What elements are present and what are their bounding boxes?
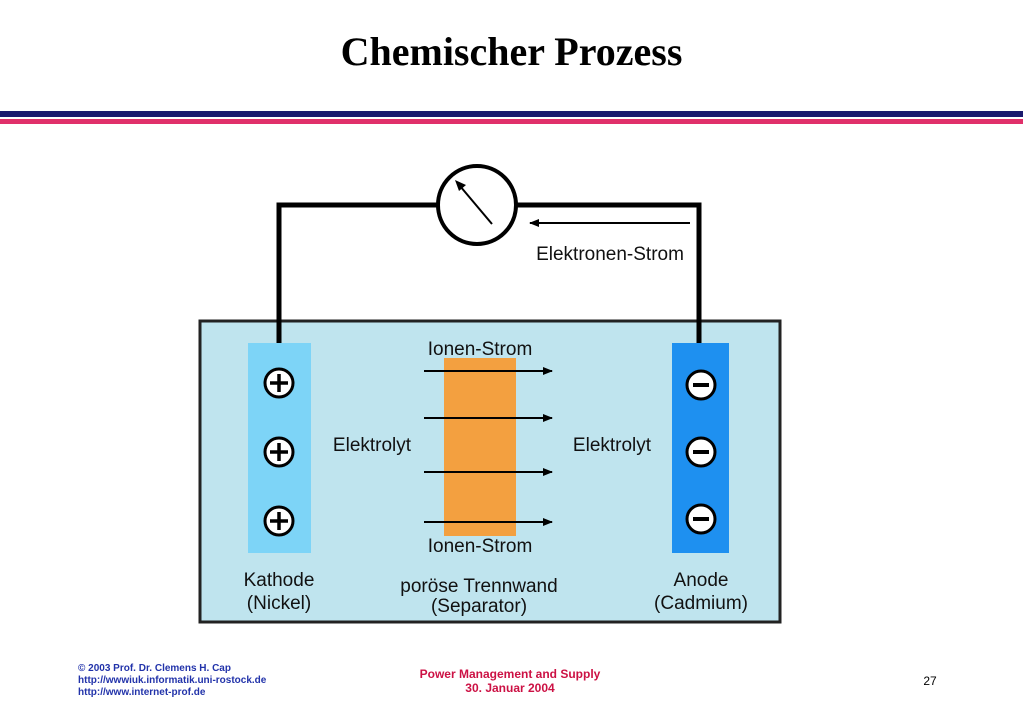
electrolyte-right-label: Elektrolyt (573, 435, 652, 456)
anode-label-line2: (Cadmium) (654, 593, 748, 614)
header-divider-pink (0, 119, 1023, 124)
footer-credits: © 2003 Prof. Dr. Clemens H. Cap http://w… (78, 663, 266, 699)
anode-label-line1: Anode (674, 570, 729, 591)
minus-icon (685, 503, 717, 535)
electron-current-label: Elektronen-Strom (536, 244, 684, 265)
footer-url-uni[interactable]: http://wwwiuk.informatik.uni-rostock.de (78, 675, 267, 686)
footer-course-info: Power Management and Supply 30. Januar 2… (360, 667, 660, 695)
cathode-label-line1: Kathode (244, 570, 315, 591)
footer-copyright: © 2003 Prof. Dr. Clemens H. Cap (78, 663, 231, 674)
footer-date: 30. Januar 2004 (465, 681, 555, 695)
plus-icon (263, 436, 295, 468)
cathode-label-line2: (Nickel) (247, 593, 311, 614)
ammeter-icon (436, 164, 518, 246)
plus-icon (263, 367, 295, 399)
external-wire-right (517, 202, 702, 343)
electrolyte-left-label: Elektrolyt (333, 435, 412, 456)
plus-icon (263, 505, 295, 537)
minus-icon (685, 369, 717, 401)
footer-course: Power Management and Supply (419, 667, 601, 681)
separator (444, 358, 516, 536)
separator-label-line2: (Separator) (431, 596, 527, 617)
header-divider-navy (0, 111, 1023, 117)
page-number: 27 (923, 674, 937, 688)
separator-label-line1: poröse Trennwand (400, 576, 557, 597)
minus-icon (685, 436, 717, 468)
external-wire (276, 202, 437, 343)
ion-current-top-label: Ionen-Strom (428, 339, 533, 360)
ion-current-bottom-label: Ionen-Strom (428, 536, 533, 557)
slide-title: Chemischer Prozess (340, 29, 683, 74)
footer-url-prof[interactable]: http://www.internet-prof.de (78, 687, 206, 698)
